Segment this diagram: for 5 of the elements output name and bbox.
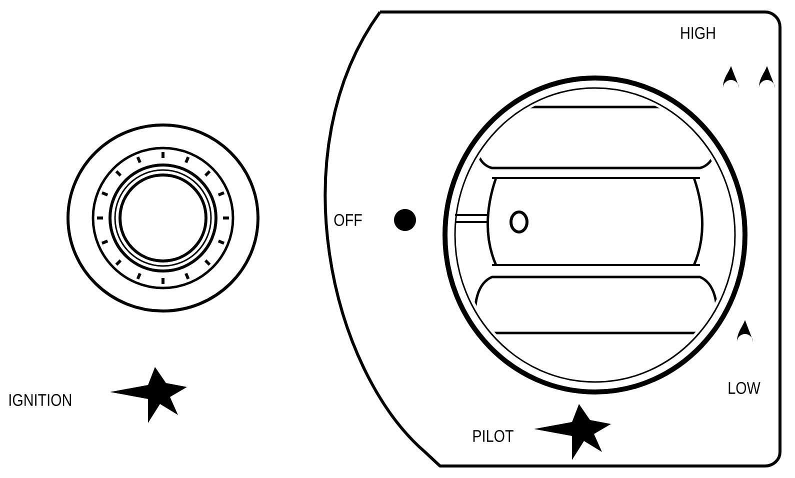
control-label: LOW	[728, 382, 760, 394]
control-label: IGNITION	[10, 394, 71, 406]
control-label: HIGH	[681, 27, 715, 39]
control-label: OFF	[334, 214, 362, 226]
control-label: PILOT	[473, 430, 514, 442]
